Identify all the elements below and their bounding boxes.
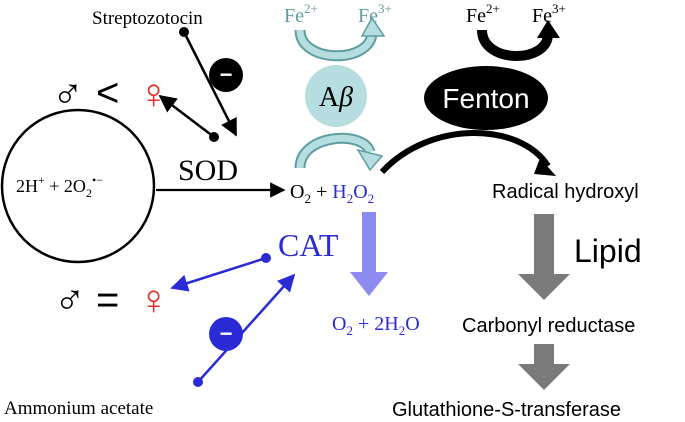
fenton-bottom-arrowhead — [534, 158, 556, 176]
cat-dot — [261, 253, 271, 263]
fe2-right-label: Fe2+ — [466, 1, 500, 27]
superoxide-formula: 2H+ + 2O2•− — [16, 173, 103, 200]
sod-to-sex-arrow — [158, 94, 215, 138]
sod-dot — [209, 132, 219, 142]
o2-2h2o-formula: O2 + 2H2O — [332, 313, 420, 338]
fenton-label: Fenton — [442, 83, 529, 114]
carbonyl-reductase-label: Carbonyl reductase — [462, 315, 635, 337]
fenton-bottom-curve — [379, 130, 551, 175]
male-symbol-bottom: ♂ — [54, 276, 86, 323]
radical-hydroxyl-label: Radical hydroxyl — [492, 181, 639, 203]
glutathione-arrow — [518, 344, 570, 390]
fenton-top-arrowhead — [537, 20, 560, 38]
streptozotocin-label: Streptozotocin — [92, 8, 203, 29]
ammonium-acetate-arrow — [197, 273, 296, 383]
fenton-top-curve — [477, 29, 553, 61]
glutathione-label: Glutathione-S-transferase — [392, 399, 621, 421]
abeta-circle — [305, 65, 367, 127]
lipid-arrow — [518, 214, 570, 300]
inhibitor-badge-black — [209, 58, 243, 92]
cat-arrow — [350, 212, 388, 296]
less-than-symbol: < — [96, 71, 119, 115]
female-symbol-top: ♀ — [138, 70, 170, 117]
inhibitor-minus-black: − — [220, 62, 233, 87]
superoxide-circle — [0, 108, 156, 264]
inhibitor-minus-blue: − — [220, 321, 233, 346]
abeta-top-curve-fill — [296, 29, 376, 60]
cat-label: CAT — [278, 227, 339, 263]
abeta-top-arrowhead — [360, 16, 386, 37]
streptozotocin-arrow — [182, 31, 238, 137]
fenton-ellipse — [424, 66, 548, 130]
female-symbol-bottom: ♀ — [138, 276, 170, 323]
o2-h2o2-formula: O2 + H2O2 — [290, 181, 374, 206]
inhibitor-badge-blue — [209, 317, 243, 351]
sod-label: SOD — [178, 154, 238, 187]
lipid-label: Lipid — [574, 233, 642, 269]
abeta-label: Aβ — [319, 82, 353, 113]
equals-symbol: = — [96, 278, 119, 322]
ammonium-acetate-dot — [193, 377, 203, 387]
streptozotocin-dot — [179, 27, 189, 37]
ammonium-acetate-label: Ammonium acetate — [4, 398, 153, 419]
abeta-bottom-arrowhead — [356, 148, 384, 172]
cat-to-sex-arrow — [170, 256, 267, 292]
fe2-left-label: Fe2+ — [284, 1, 318, 27]
abeta-bottom-curve-fill — [296, 134, 374, 169]
